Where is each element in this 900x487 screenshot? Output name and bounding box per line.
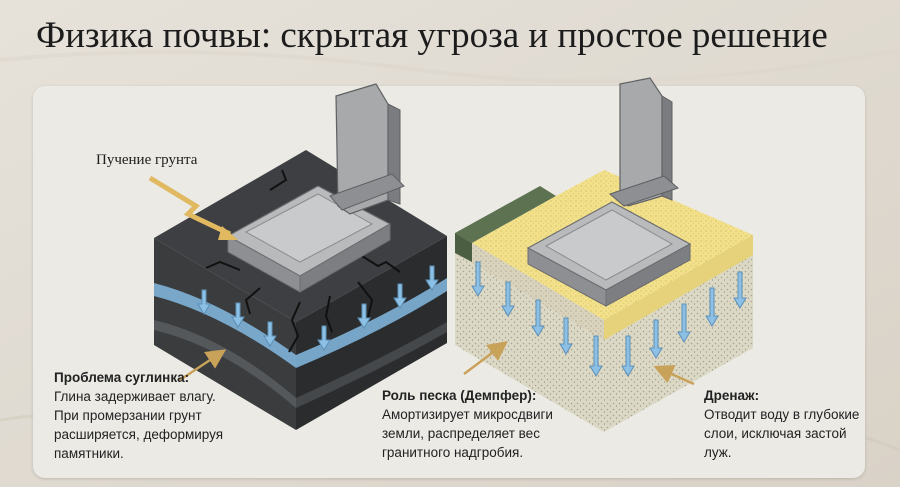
drainage-caption: Дренаж: Отводит воду в глубокие слои, ис… [704,386,864,462]
problem-pointer [179,349,227,382]
heave-arrow [148,175,232,237]
problem-caption: Проблема суглинка: Глина задерживает вла… [54,368,264,463]
sand-soil-block [455,170,753,432]
drainage-caption-head: Дренаж: [704,388,760,403]
clay-cracks [205,169,401,353]
turf-side [455,233,472,262]
drainage-caption-body: Отводит воду в глубокие слои, исключая з… [704,407,860,460]
sand-right-edge [604,235,753,340]
sand-pointer [463,341,508,375]
clay-left-face [154,238,296,430]
page-title: Физика почвы: скрытая угроза и простое р… [36,15,828,56]
water-layer-left [154,283,296,368]
gravel-left-face [455,233,604,432]
turf-top [455,186,556,243]
stable-monument [526,77,692,307]
drainage-arrows [471,261,747,377]
problem-caption-head: Проблема суглинка: [54,370,190,385]
clay-band-right [296,322,447,408]
problem-caption-body: Глина задерживает влагу. При промерзании… [54,389,224,461]
sand-caption-body: Амортизирует микросдвиги земли, распреде… [382,407,553,460]
tilted-monument [226,83,405,293]
heave-arrow-head [218,226,238,240]
heave-label: Пучение грунта [96,152,198,168]
clay-water-arrows [197,265,439,351]
drainage-pointer [653,364,695,386]
water-layer-right [296,278,447,368]
sand-caption-head: Роль песка (Демпфер): [382,388,537,403]
sand-caption: Роль песка (Демпфер): Амортизирует микро… [382,386,582,462]
sand-left-edge [455,233,604,340]
clay-band-left [154,320,296,408]
